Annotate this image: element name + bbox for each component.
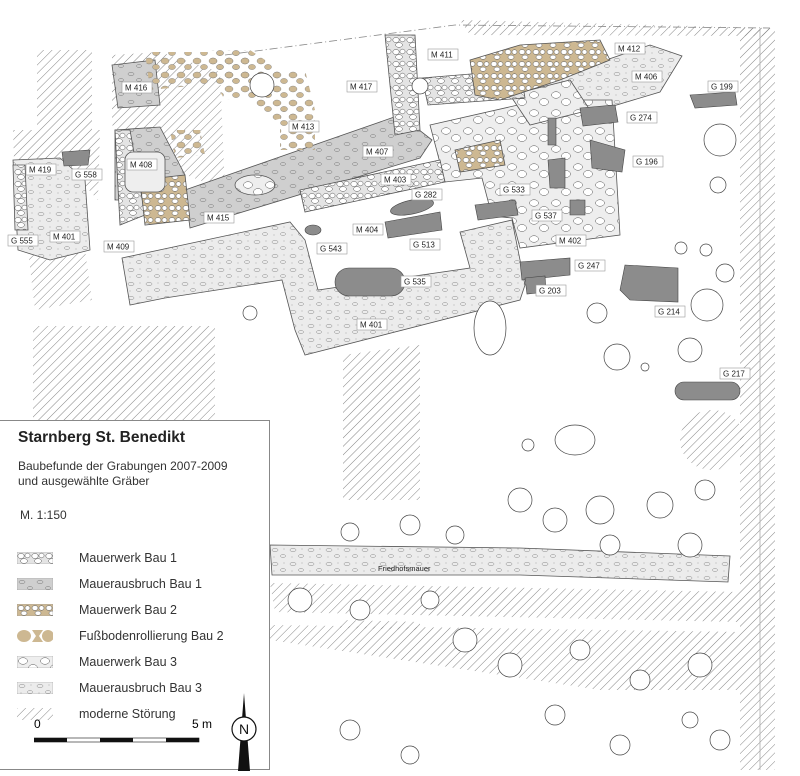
swatch-mauerwerk-bau-1 — [17, 552, 53, 564]
label-m415: M 415 — [203, 211, 235, 224]
swatch-maueraubruch-bau-1 — [17, 578, 53, 590]
legend-item-mauerwerk-bau-3: Mauerwerk Bau 3 — [17, 649, 224, 675]
swatch-maueraubruch-bau-3 — [17, 682, 53, 694]
label-m403: M 403 — [380, 173, 412, 186]
label-g543: G 543 — [316, 242, 348, 255]
legend-item-maueraubruch-bau-3: Mauerausbruch Bau 3 — [17, 675, 224, 701]
north-arrow-icon: N — [231, 693, 257, 771]
label-m409: M 409 — [103, 240, 135, 253]
scale-bar-end: 5 m — [192, 717, 213, 731]
label-m401-main: M 401 — [356, 318, 388, 331]
svg-text:M 403: M 403 — [384, 176, 407, 185]
svg-text:M 407: M 407 — [366, 148, 389, 157]
label-g282: G 282 — [411, 188, 443, 201]
legend-item-mauerwerk-bau-1: Mauerwerk Bau 1 — [17, 545, 224, 571]
svg-text:G 214: G 214 — [658, 308, 680, 317]
label-m417: M 417 — [346, 80, 378, 93]
pits — [242, 72, 737, 765]
label-g217: G 217 — [719, 367, 751, 380]
svg-text:G 543: G 543 — [320, 245, 342, 254]
legend-item-moderne-stoerung: moderne Störung — [17, 701, 224, 727]
svg-text:G 196: G 196 — [636, 158, 658, 167]
label-g513: G 513 — [409, 238, 441, 251]
svg-text:M 419: M 419 — [29, 166, 52, 175]
mauerwerk-bau-2 — [139, 39, 611, 226]
svg-text:M 409: M 409 — [107, 243, 130, 252]
feature-labels: M 416 M 417 M 411 M 412 M 406 G 199 G 27… — [7, 42, 751, 573]
label-m416: M 416 — [121, 81, 153, 94]
scale-bar: 0 5 m — [33, 717, 212, 749]
label-m419: M 419 — [25, 163, 57, 176]
label-m407: M 407 — [362, 145, 394, 158]
label-m404: M 404 — [352, 223, 384, 236]
subtitle-line-2: und ausgewählte Gräber — [18, 474, 150, 488]
label-g535: G 535 — [400, 275, 432, 288]
svg-text:M 411: M 411 — [431, 51, 453, 60]
svg-text:G 558: G 558 — [75, 171, 97, 180]
svg-text:G 533: G 533 — [503, 186, 525, 195]
svg-text:G 535: G 535 — [404, 278, 426, 287]
label-g203: G 203 — [535, 284, 567, 297]
plan-title: Starnberg St. Benedikt — [18, 429, 186, 446]
label-g214: G 214 — [654, 305, 686, 318]
swatch-mauerwerk-bau-3 — [17, 656, 53, 668]
svg-text:Friedhofsmauer: Friedhofsmauer — [378, 564, 431, 573]
legend-item-maueraubruch-bau-1: Mauerausbruch Bau 1 — [17, 571, 224, 597]
svg-text:M 412: M 412 — [618, 45, 641, 54]
svg-text:G 199: G 199 — [711, 83, 733, 92]
graves — [61, 91, 741, 401]
label-friedhofsmauer: Friedhofsmauer — [378, 564, 431, 573]
subtitle-line-1: Baubefunde der Grabungen 2007-2009 — [18, 459, 228, 473]
swatch-fussbodenrollierung-bau-2 — [17, 630, 53, 642]
legend-item-mauerwerk-bau-2: Mauerwerk Bau 2 — [17, 597, 224, 623]
svg-text:M 401: M 401 — [360, 321, 383, 330]
label-g558: G 558 — [71, 168, 103, 181]
label-g199: G 199 — [707, 80, 739, 93]
svg-text:G 203: G 203 — [539, 287, 561, 296]
svg-text:M 408: M 408 — [130, 161, 153, 170]
m408-feature — [124, 151, 166, 193]
label-m402: M 402 — [555, 234, 587, 247]
svg-text:G 274: G 274 — [630, 114, 652, 123]
legend-item-fussbodenrollierung-bau-2: Fußbodenrollierung Bau 2 — [17, 623, 224, 649]
label-m412: M 412 — [614, 42, 646, 55]
label-g537: G 537 — [531, 209, 563, 222]
svg-text:G 217: G 217 — [723, 370, 745, 379]
svg-text:M 413: M 413 — [292, 123, 315, 132]
svg-text:G 555: G 555 — [11, 237, 33, 246]
svg-text:M 417: M 417 — [350, 83, 373, 92]
label-m413: M 413 — [288, 120, 320, 133]
svg-text:M 416: M 416 — [125, 84, 148, 93]
svg-text:M 406: M 406 — [635, 73, 658, 82]
svg-text:N: N — [239, 721, 249, 737]
excavation-boundary — [224, 24, 771, 56]
label-m411: M 411 — [427, 48, 459, 61]
label-m406: M 406 — [631, 70, 663, 83]
scale-bar-start: 0 — [34, 717, 41, 731]
label-g196: G 196 — [632, 155, 664, 168]
svg-text:G 537: G 537 — [535, 212, 557, 221]
label-g533: G 533 — [499, 183, 531, 196]
swatch-moderne-stoerung — [17, 708, 53, 720]
legend-items: Mauerwerk Bau 1 Mauerausbruch Bau 1 Maue… — [17, 545, 224, 727]
svg-text:M 415: M 415 — [207, 214, 230, 223]
plan-subtitle: Baubefunde der Grabungen 2007-2009 und a… — [18, 459, 268, 489]
svg-text:G 282: G 282 — [415, 191, 437, 200]
svg-text:G 247: G 247 — [578, 262, 600, 271]
label-m401-west: M 401 — [49, 230, 81, 243]
svg-text:M 401: M 401 — [53, 233, 76, 242]
swatch-mauerwerk-bau-2 — [17, 604, 53, 616]
scale-ratio: M. 1:150 — [20, 508, 67, 522]
north-arrow: N — [226, 693, 262, 776]
svg-text:M 404: M 404 — [356, 226, 379, 235]
legend-panel: Starnberg St. Benedikt Baubefunde der Gr… — [0, 420, 270, 771]
label-m408: M 408 — [126, 158, 158, 171]
label-g555: G 555 — [7, 234, 39, 247]
scale-bar-graphic — [33, 737, 200, 743]
label-g247: G 247 — [574, 259, 606, 272]
label-g274: G 274 — [626, 111, 658, 124]
svg-text:G 513: G 513 — [413, 241, 435, 250]
svg-text:M 402: M 402 — [559, 237, 582, 246]
